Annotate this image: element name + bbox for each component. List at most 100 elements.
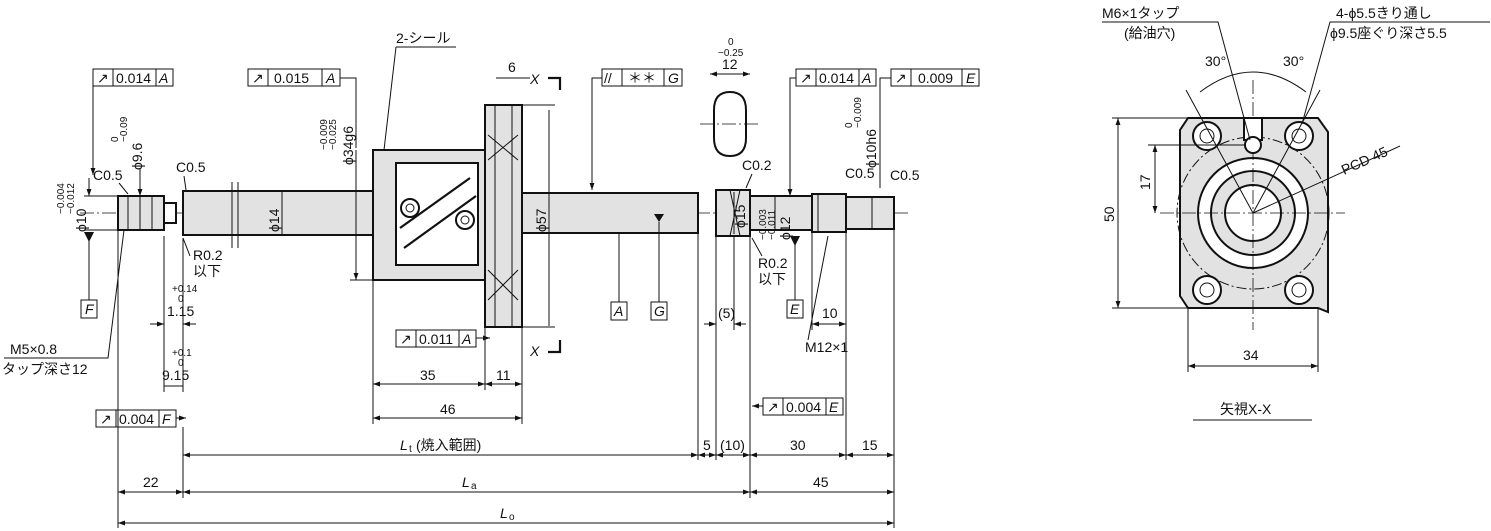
tol-upper: 0 [110, 136, 121, 142]
right-end [845, 196, 895, 230]
dim-22: 22 [143, 474, 159, 490]
dim-17: 17 [1137, 174, 1153, 190]
dim-value: 1.15 [167, 303, 194, 319]
la-label: L [462, 474, 470, 490]
tol-lower: −0.25 [718, 48, 744, 59]
datum-e: E [786, 236, 804, 319]
datum-label: A [613, 303, 623, 319]
tol-lower: 0 [178, 294, 184, 305]
dim-5-paren: (5) [704, 236, 746, 330]
datum-label: G [654, 303, 665, 319]
tol-upper: 0 [728, 37, 734, 48]
dim-35: 35 [420, 367, 436, 383]
fcf-runout-e: ↗ 0.009 E [879, 68, 980, 188]
left-tap-end [163, 202, 177, 224]
tol-upper: +0.14 [172, 284, 198, 295]
tolerance-value: 0.011 [419, 331, 453, 347]
datum-label: F [85, 301, 95, 317]
parallel-symbol: // [604, 70, 612, 86]
datum-ref: G [668, 70, 679, 86]
lt-note: (焼入範囲) [416, 437, 481, 453]
runout-symbol: ↗ [252, 70, 264, 86]
dim-phi10-left: ϕ10 −0.004 −0.012 [56, 178, 118, 232]
runout-symbol: ↗ [97, 70, 109, 86]
section-arrow-top [548, 76, 562, 90]
diameter-text: ϕ10h6 [863, 129, 879, 168]
radius-note-right: 以下 [758, 271, 786, 287]
tol-lower: −0.012 [66, 183, 77, 214]
fcf-runout-a-nut: ↗ 0.011 A [395, 329, 490, 348]
section-view-dims: 50 17 34 [1101, 117, 1319, 372]
flange-end-view: PCD 45 30° 30° [1160, 53, 1401, 330]
tol-lower: −0.09 [119, 116, 130, 142]
datum-ref: E [829, 399, 839, 415]
overall-dims: L t (焼入範囲) 5 (10) 30 15 22 L a 45 L o [117, 229, 895, 528]
diameter-text: ϕ34g6 [340, 126, 356, 165]
dim-5: 5 [703, 437, 711, 453]
dim-phi14: ϕ14 [266, 191, 283, 235]
return-tube [399, 177, 477, 249]
tol-upper: −0.004 [56, 183, 67, 214]
right-journal [749, 195, 813, 231]
tolerance-value: 0.004 [119, 411, 154, 427]
dim-50: 50 [1101, 206, 1117, 222]
dim-46: 46 [440, 401, 456, 417]
dim-phi12: ϕ12 −0.003 −0.011 [758, 196, 793, 240]
runout-symbol: ↗ [800, 70, 812, 86]
dim-phi34g6: ϕ34g6 −0.009 −0.025 [319, 119, 373, 281]
tol-lower: −0.025 [328, 119, 339, 150]
datum-a: A [610, 233, 628, 321]
tolerance-value: 0.014 [116, 70, 151, 86]
section-arrow-bottom [548, 340, 562, 354]
tolerance-value: 0.004 [786, 399, 821, 415]
fcf-runout-e-face: ↗ 0.004 E [752, 397, 844, 416]
fcf-runout-a-right: ↗ 0.014 A [787, 68, 877, 196]
runout-symbol: ↗ [400, 331, 412, 347]
tolerance-value: ＊＊ [628, 70, 656, 86]
nut-flange [484, 104, 523, 328]
tol-lower: 0 [178, 358, 184, 369]
tap-note-sub: (給油穴) [1124, 25, 1175, 41]
fcf-runout-f: ↗ 0.004 F [95, 409, 186, 428]
mount-hole-bl [1192, 275, 1222, 305]
ball-nut [372, 104, 523, 328]
radius-label-right: R0.2 [758, 255, 788, 271]
thread-label: M12×1 [805, 339, 848, 355]
shaft-support-section [182, 190, 374, 236]
fcf-runout-a-left: ↗ 0.014 A [90, 68, 174, 175]
tol-upper: −0.009 [319, 119, 330, 150]
dim-11: 11 [496, 367, 511, 383]
dim-phi10h6: ϕ10h6 0 −0.009 [844, 97, 879, 168]
dim-30: 30 [790, 437, 806, 453]
right-thread [811, 193, 847, 233]
datum-ref: A [325, 70, 335, 86]
radius-note-left: 以下 [193, 263, 221, 279]
diameter-text: ϕ10 [73, 208, 89, 232]
datum-ref: A [861, 70, 871, 86]
oil-hole [1244, 136, 1262, 154]
screw-thread-section [519, 192, 699, 234]
datum-ref: A [461, 331, 471, 347]
hole-note-sub: ϕ9.5座ぐり深さ5.5 [1330, 25, 1447, 41]
datum-ref: F [162, 411, 172, 427]
left-tap-depth: タップ深さ12 [2, 361, 88, 377]
dim-phi57: ϕ57 [522, 104, 555, 328]
dim-1-15: 1.15 +0.14 0 [150, 236, 198, 330]
tol-upper: −0.003 [758, 209, 769, 240]
dim-10-paren: (10) [720, 437, 745, 453]
runout-symbol: ↗ [767, 399, 779, 415]
dim-value: 9.15 [162, 367, 189, 383]
datum-g: G [650, 214, 668, 321]
lo-subscript: o [509, 512, 515, 523]
chamfer-label-thread: C0.5 [845, 165, 875, 181]
diameter-text: ϕ14 [266, 208, 282, 232]
fcf-parallel-g: // ＊＊ G [589, 68, 683, 190]
diameter-text: ϕ15 [732, 204, 748, 228]
mount-hole-br [1284, 275, 1314, 305]
tolerance-value: 0.015 [274, 70, 309, 86]
dim-35-11: 35 11 46 [372, 280, 523, 424]
la-subscript: a [471, 481, 477, 492]
dim-34: 34 [1243, 347, 1259, 363]
fcf-runout-a-flange: ↗ 0.015 A [247, 68, 357, 148]
diameter-text: ϕ12 [777, 216, 793, 240]
